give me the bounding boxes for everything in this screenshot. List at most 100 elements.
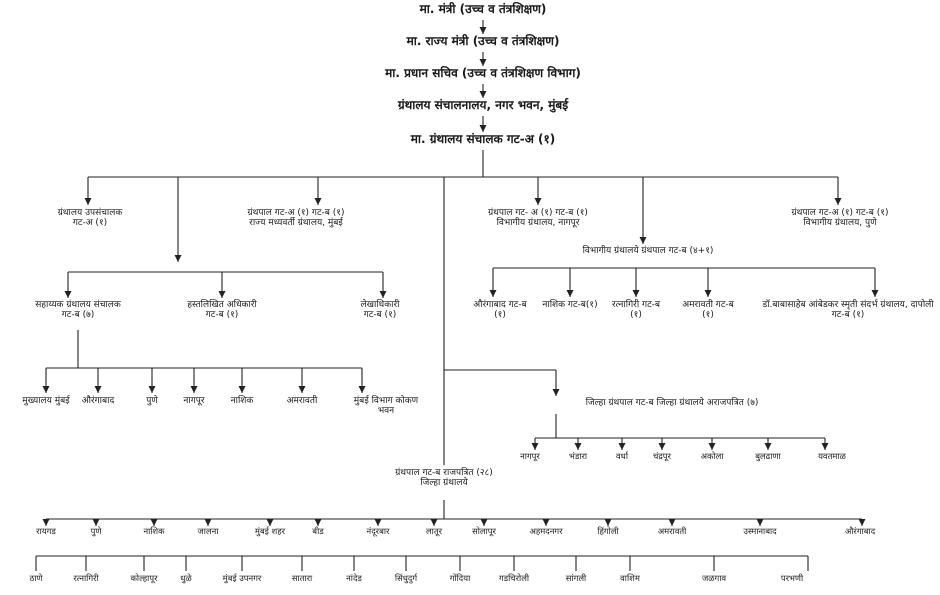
connector-arrow	[479, 27, 487, 34]
node-central-library-line2: राज्य मध्यवर्ती ग्रंथालय, मुंबई	[249, 218, 343, 229]
division-node: रत्नागिरी गट-ब (१)	[611, 300, 661, 321]
connector-arrow	[479, 125, 487, 132]
connector-arrow	[668, 519, 676, 526]
gazetted-district-bottom: गोंदिया	[449, 573, 471, 583]
gazetted-district-bottom: कोल्हापूर	[130, 573, 158, 583]
node-pune-division-line2: विभागीय ग्रंथालय, पुणे	[803, 218, 877, 229]
division-node: अमरावती गट-ब (१)	[682, 300, 734, 321]
connector-arrow	[238, 386, 246, 393]
connector-arrow	[531, 443, 539, 450]
connector-arrow	[42, 519, 50, 526]
division-node: औरंगाबाद गट-ब (१)	[473, 300, 527, 321]
connector-arrow	[84, 198, 92, 205]
node-asst-director-line1: सहाय्यक ग्रंथालय संचालक	[35, 300, 121, 310]
connector-arrow	[479, 59, 487, 66]
connector-arrow	[479, 91, 487, 98]
node-principal-secretary: मा. प्रधान सचिव (उच्च व तंत्रशिक्षण विभा…	[385, 66, 581, 80]
node-deputy-director: ग्रंथालय उपसंचालक गट-अ (१)	[58, 208, 123, 229]
connector-arrow	[632, 290, 640, 297]
connector-arrow	[658, 443, 666, 450]
gazetted-district-bottom: ठाणे	[29, 573, 43, 583]
node-pune-division: ग्रंथपाल गट-अ (१) गट-ब (१) विभागीय ग्रंथ…	[792, 208, 889, 229]
connector-arrow	[150, 519, 158, 526]
gazetted-district-top: नाशिक	[143, 526, 165, 536]
connector-arrow	[314, 198, 322, 205]
gazetted-district-bottom: सिंधुदुर्ग	[394, 573, 418, 583]
connector-arrow	[42, 386, 50, 393]
connector-arrow	[64, 291, 72, 298]
node-asst-director-line2: गट-ब (७)	[61, 310, 95, 321]
gazetted-district-bottom: सातारा	[291, 573, 313, 583]
node-state-minister: मा. राज्य मंत्री (उच्च व तंत्रशिक्षण)	[406, 34, 560, 48]
node-manuscript-officer: हस्तलिखित अधिकारी गट-ब (१)	[187, 300, 257, 321]
district-node: नागपूर	[520, 451, 540, 461]
node-divisional-libraries: विभागीय ग्रंथालये ग्रंथपाल गट-ब (४+१)	[582, 246, 714, 256]
gazetted-district-bottom: मुंबई उपनगर	[222, 573, 262, 583]
connector-arrow	[94, 386, 102, 393]
connector-arrow	[756, 519, 764, 526]
division-node: डॉ.बाबासाहेब आंबेडकर स्मृती संदर्भ ग्रंथ…	[762, 300, 934, 321]
connector-arrow	[639, 237, 647, 244]
district-node: यवतमाळ	[818, 451, 846, 461]
gazetted-district-top: जालना	[197, 526, 219, 536]
gazetted-district-bottom: वाशिम	[620, 573, 640, 583]
connector-arrow	[358, 386, 366, 393]
gazetted-district-top: नंदूरबार	[366, 526, 390, 536]
office-node: औरंगाबाद	[81, 396, 115, 406]
connector-arrow	[821, 443, 829, 450]
node-accounts-officer: लेखाधिकारी गट-ब (१)	[361, 300, 400, 321]
node-manuscript-officer-line2: गट-ब (१)	[205, 310, 239, 321]
gazetted-district-bottom: धुळे	[180, 573, 192, 583]
node-nagpur-division-line2: विभागीय ग्रंथालय, नागपूर	[496, 218, 580, 229]
node-minister: मा. मंत्री (उच्च व तंत्रशिक्षण)	[419, 2, 547, 16]
district-node: चंद्रपूर	[653, 451, 671, 461]
gazetted-district-top: लातूर	[425, 526, 443, 536]
gazetted-district-bottom: गडचिरोली	[498, 573, 530, 583]
connector-arrow	[148, 386, 156, 393]
district-node: अकोला	[700, 451, 724, 461]
office-node: नागपूर	[183, 396, 205, 406]
gazetted-district-bottom: परभणी	[780, 573, 804, 583]
connector-arrow	[834, 198, 842, 205]
connector-arrow	[534, 198, 542, 205]
node-deputy-director-line2: गट-अ (१)	[72, 218, 108, 229]
node-district-nongazetted: जिल्हा ग्रंथपाल गट-ब जिल्हा ग्रंथालये अर…	[585, 398, 759, 408]
connector-arrow	[871, 290, 879, 297]
connector-arrow	[266, 519, 274, 526]
connector-arrow	[552, 389, 560, 396]
gazetted-district-top: अमरावती	[657, 526, 687, 536]
node-nagpur-division: ग्रंथपाल गट- अ (१) गट-ब (१) विभागीय ग्रं…	[488, 208, 588, 229]
gazetted-district-top: हिंगोली	[597, 526, 619, 536]
connector-arrow	[430, 519, 438, 526]
connector-arrow	[92, 519, 100, 526]
gazetted-district-top: मुंबई शहर	[254, 526, 286, 536]
node-pune-division-line1: ग्रंथपाल गट-अ (१) गट-ब (१)	[791, 208, 889, 218]
gazetted-district-top: अहमदनगर	[529, 526, 563, 536]
connector-arrow	[764, 443, 772, 450]
connector-arrow	[566, 290, 574, 297]
office-node: मुख्यालय मुंबई	[22, 396, 70, 406]
district-node: वर्धा	[616, 451, 628, 461]
node-central-library-line1: ग्रंथपाल गट-अ (१) गट-ब (१)	[247, 208, 345, 218]
connector-arrow	[190, 386, 198, 393]
connector-arrow	[379, 291, 387, 298]
gazetted-district-top: उस्मानाबाद	[743, 526, 777, 536]
connector-arrow	[314, 519, 322, 526]
office-node: पुणे	[146, 396, 158, 406]
connector-arrow	[618, 443, 626, 450]
connector-arrow	[489, 290, 497, 297]
gazetted-district-top: पुणे	[90, 526, 102, 536]
connector-arrow	[858, 519, 866, 526]
connector-arrow	[704, 290, 712, 297]
node-directorate: ग्रंथालय संचालनालय, नगर भवन, मुंबई	[397, 98, 569, 112]
node-asst-director: सहाय्यक ग्रंथालय संचालक गट-ब (७)	[35, 300, 121, 321]
connector-arrow	[298, 386, 306, 393]
node-deputy-director-line1: ग्रंथालय उपसंचालक	[57, 208, 123, 218]
division-node: नाशिक गट-ब(१)	[542, 300, 598, 310]
node-district-gazetted-line2: जिल्हा ग्रंथालये	[420, 478, 468, 489]
gazetted-district-top: औरंगाबाद	[844, 526, 876, 536]
district-node: बुलढाणा	[755, 451, 781, 461]
gazetted-district-top: रायगड	[36, 526, 56, 536]
gazetted-district-bottom: रत्नागिरी	[73, 573, 99, 583]
